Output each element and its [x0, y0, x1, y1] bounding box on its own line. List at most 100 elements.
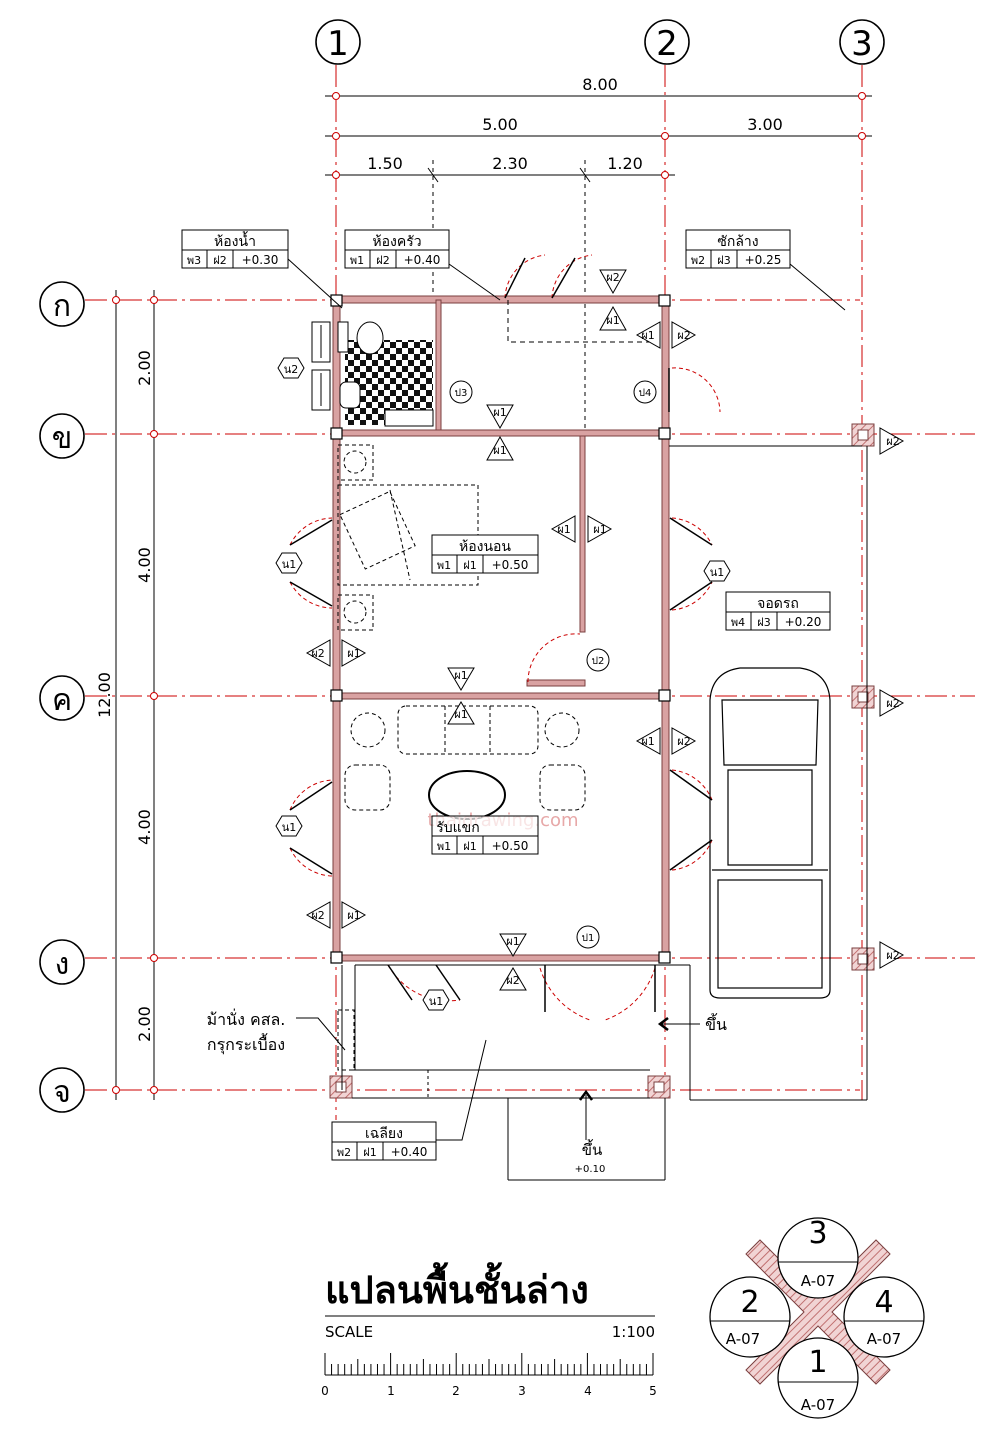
svg-text:พ2: พ2: [691, 254, 705, 267]
svg-text:ป2: ป2: [592, 656, 605, 667]
section-bubble-right: 4 A-07: [843, 1276, 925, 1358]
step-up-bottom: ขึ้น: [582, 1139, 603, 1159]
row-bubble-kho-khwai: ค: [39, 675, 85, 721]
room-label-bedroom: ห้องนอน พ1 ฝ1 +0.50: [431, 534, 539, 574]
svg-text:ฝ1: ฝ1: [463, 559, 476, 572]
svg-text:2: 2: [452, 1384, 460, 1398]
svg-text:ผ1: ผ1: [641, 735, 654, 748]
svg-text:พ1: พ1: [437, 840, 451, 853]
svg-text:น2: น2: [284, 363, 299, 376]
row-bubble-kho: ข: [39, 413, 85, 459]
outline-lines: [341, 445, 868, 1181]
dim-top-total: 8.00: [582, 75, 618, 94]
svg-text:A-07: A-07: [801, 1396, 835, 1414]
section-bubble-bottom: 1 A-07: [777, 1337, 859, 1419]
svg-text:ฝ2: ฝ2: [213, 254, 226, 267]
svg-text:2: 2: [740, 1285, 759, 1320]
door-tag-p1: ป1: [576, 925, 600, 949]
svg-text:2: 2: [656, 24, 678, 64]
svg-text:5: 5: [649, 1384, 657, 1398]
bench-note-line1: ม้านั่ง คสล.: [207, 1008, 286, 1029]
svg-text:ก: ก: [53, 289, 71, 324]
svg-text:ข: ข: [52, 421, 73, 456]
svg-text:ผ2: ผ2: [886, 435, 899, 448]
wall-tags: [305, 269, 905, 991]
dim-top-sub-a: 1.50: [367, 154, 403, 173]
svg-text:พ1: พ1: [350, 254, 364, 267]
door-tag-p3: ป3: [449, 380, 473, 404]
svg-text:+0.50: +0.50: [492, 558, 529, 572]
svg-text:ผ1: ผ1: [557, 523, 570, 536]
scale-label: SCALE: [325, 1323, 373, 1341]
room-label-bathroom: ห้องน้ำ พ3 ฝ2 +0.30: [181, 229, 289, 269]
svg-text:+0.20: +0.20: [785, 615, 822, 629]
svg-text:ผ1: ผ1: [493, 406, 506, 419]
top-dimensions: [325, 92, 872, 430]
toilet-symbol: [356, 321, 384, 355]
row-bubble-cho: จ: [39, 1067, 85, 1113]
scale-bar: [324, 1353, 654, 1376]
svg-text:ผ1: ผ1: [454, 708, 467, 721]
left-dimensions: [112, 290, 158, 1100]
svg-text:ฝ1: ฝ1: [363, 1146, 376, 1159]
step-arrow-bottom-head: [579, 1089, 593, 1101]
svg-text:ฝ2: ฝ2: [376, 254, 389, 267]
svg-text:ผ2: ผ2: [506, 974, 519, 987]
kitchen-counter: [507, 300, 655, 343]
svg-text:+0.50: +0.50: [492, 839, 529, 853]
svg-text:ป3: ป3: [455, 388, 468, 399]
step-up-right: ขึ้น: [705, 1013, 727, 1034]
svg-text:ผ2: ผ2: [677, 735, 690, 748]
svg-text:ค: ค: [52, 683, 72, 718]
svg-text:A-07: A-07: [867, 1330, 901, 1348]
svg-text:ผ2: ผ2: [886, 697, 899, 710]
leader-bathroom: [287, 258, 343, 309]
svg-text:ห้องครัว: ห้องครัว: [372, 234, 421, 250]
svg-text:พ1: พ1: [437, 559, 451, 572]
leader-laundry: [789, 263, 846, 311]
svg-text:+0.25: +0.25: [745, 253, 782, 267]
svg-text:น1: น1: [282, 821, 297, 834]
svg-text:4: 4: [874, 1285, 893, 1320]
section-reference: 3 A-07 2 A-07 4 A-07 1 A-07: [709, 1216, 925, 1419]
window-tag-nu2: น2: [277, 357, 305, 379]
dim-left-sub-b: 4.00: [135, 547, 154, 583]
svg-text:ผ1: ผ1: [347, 909, 360, 922]
dim-left-sub-d: 2.00: [135, 1006, 154, 1042]
window-tag-bedroom-left: น1: [275, 552, 303, 574]
svg-text:+0.40: +0.40: [391, 1145, 428, 1159]
room-label-laundry: ซักล้าง พ2 ฝ3 +0.25: [685, 229, 791, 269]
svg-text:ผ2: ผ2: [311, 909, 324, 922]
svg-text:น1: น1: [429, 995, 444, 1008]
row-bubble-ko: ก: [39, 281, 85, 327]
leader-bench: [296, 1017, 346, 1051]
section-bubble-left: 2 A-07: [709, 1276, 791, 1358]
svg-text:0: 0: [321, 1384, 329, 1398]
svg-text:ฝ1: ฝ1: [463, 840, 476, 853]
window-tag-living-left: น1: [275, 815, 303, 837]
svg-text:ฝ3: ฝ3: [717, 254, 730, 267]
leader-terrace: [436, 1039, 487, 1141]
svg-text:ง: ง: [55, 947, 70, 982]
svg-text:ผ2: ผ2: [606, 271, 619, 284]
window-tag-bedroom-right: น1: [703, 560, 731, 582]
svg-text:1: 1: [808, 1345, 827, 1380]
svg-text:+0.30: +0.30: [242, 253, 279, 267]
dim-top-sub-b: 2.30: [492, 154, 528, 173]
window-tag-living-front: น1: [422, 989, 450, 1011]
svg-text:ผ1: ผ1: [506, 935, 519, 948]
basin-symbol: [339, 381, 361, 409]
bathroom-step: [384, 409, 434, 427]
door-tag-p2: ป2: [586, 648, 610, 672]
room-label-kitchen: ห้องครัว พ1 ฝ2 +0.40: [344, 229, 450, 269]
room-label-living: รับแขก พ1 ฝ1 +0.50: [431, 815, 539, 855]
car-symbol: [709, 667, 831, 999]
svg-text:ผ2: ผ2: [886, 949, 899, 962]
svg-text:ผ2: ผ2: [311, 647, 324, 660]
section-bubble-top: 3 A-07: [777, 1216, 859, 1299]
svg-text:3: 3: [808, 1216, 827, 1251]
scale-ratio: 1:100: [612, 1323, 655, 1341]
svg-text:ผ1: ผ1: [454, 669, 467, 682]
svg-text:ผ1: ผ1: [347, 647, 360, 660]
